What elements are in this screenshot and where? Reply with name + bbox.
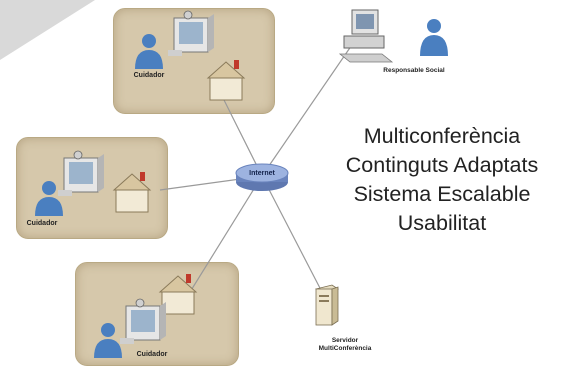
house-icon — [112, 172, 152, 213]
servidor-label-line1: Servidor — [331, 337, 359, 344]
person-icon — [94, 323, 122, 358]
computer-icon — [168, 10, 214, 56]
responsable-social-label: Responsable Social — [383, 67, 445, 74]
servidor-label: Servidor MultiConferència — [298, 337, 392, 353]
servidor-label-line2: MultiConferència — [318, 345, 372, 352]
computer-icon — [120, 298, 166, 344]
house-icon — [158, 274, 198, 315]
person-icon — [420, 19, 448, 56]
cuidador-top-label: Cuidador — [133, 72, 165, 79]
feature-item: Usabilitat — [397, 211, 487, 235]
workstation-icon — [338, 9, 394, 63]
link-cuidador-bottom — [189, 175, 263, 293]
person-icon — [35, 181, 63, 216]
feature-list: Multiconferència Continguts Adaptats Sis… — [312, 122, 572, 238]
feature-item: Multiconferència — [363, 124, 521, 148]
corner-decoration — [0, 0, 95, 60]
link-servidor — [261, 175, 323, 293]
internet-hub-label: Internet — [249, 170, 275, 177]
internet-hub-icon — [235, 163, 289, 191]
computer-icon — [58, 150, 104, 196]
person-icon — [135, 34, 163, 69]
cuidador-bottom-label: Cuidador — [136, 351, 168, 358]
house-icon — [206, 60, 246, 101]
link-cuidador-top — [217, 87, 263, 177]
feature-item: Sistema Escalable — [353, 182, 531, 206]
link-responsable — [261, 35, 359, 177]
cuidador-middle-label: Cuidador — [26, 220, 58, 227]
server-icon — [315, 284, 339, 326]
feature-item: Continguts Adaptats — [345, 153, 539, 177]
